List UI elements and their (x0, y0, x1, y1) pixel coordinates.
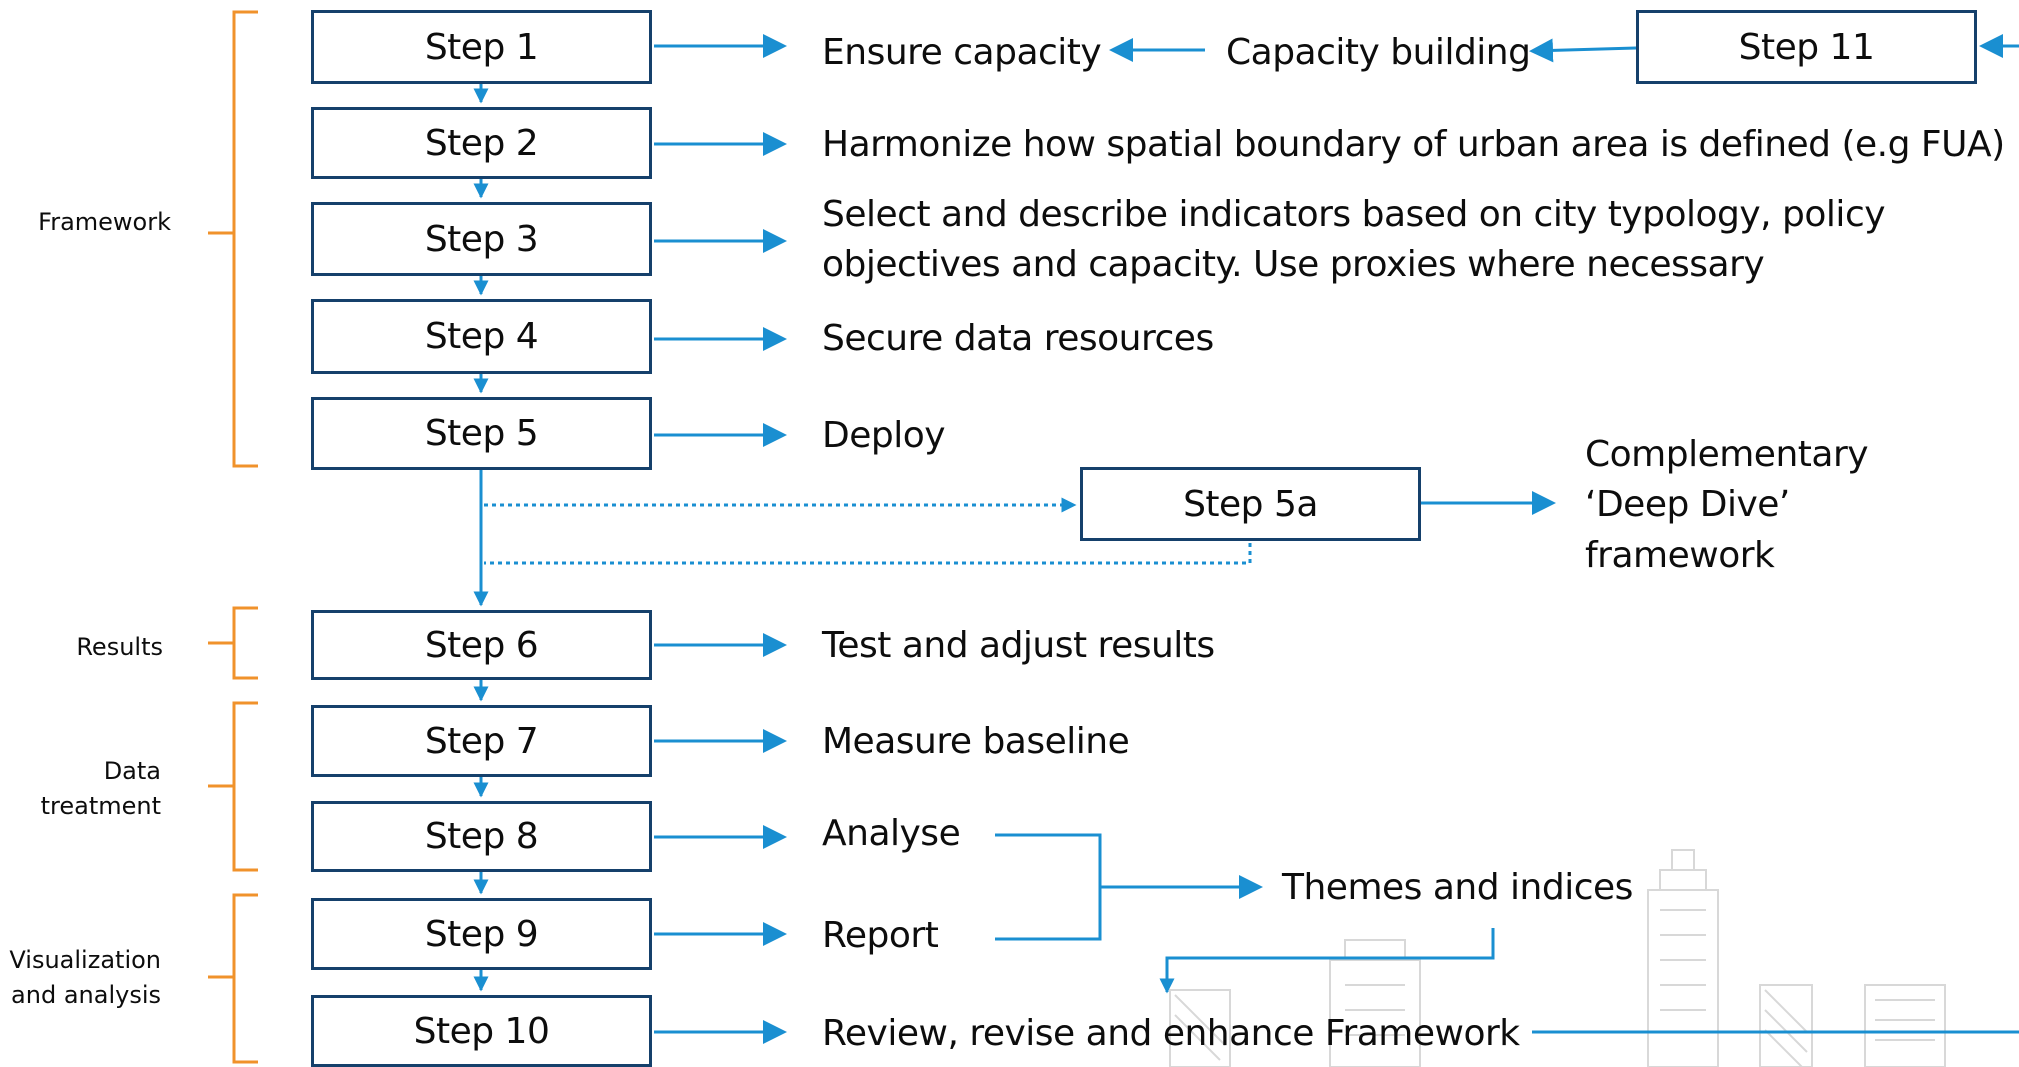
outcome-report: Report (822, 915, 939, 956)
step-5-box: Step 5 (311, 397, 652, 470)
section-label-framework: Framework (38, 208, 171, 236)
step-4-box: Step 4 (311, 299, 652, 374)
bracket-results (208, 606, 258, 680)
skyline-decoration (1169, 849, 1946, 1067)
outcome-deploy: Deploy (822, 415, 946, 456)
outcome-test-adjust: Test and adjust results (822, 625, 1215, 666)
branch-5a (484, 497, 1252, 565)
section-label-visualization-line2: and analysis (11, 980, 161, 1009)
outcome-deep-dive-line3: framework (1585, 534, 1775, 576)
outcome-measure-baseline: Measure baseline (822, 721, 1130, 762)
section-label-data-treatment-line1: Data (103, 757, 161, 785)
step-3-box: Step 3 (311, 202, 652, 276)
section-label-data-treatment: Data treatment (41, 754, 161, 824)
outcome-ensure-capacity: Ensure capacity (822, 32, 1102, 73)
step-9-box: Step 9 (311, 898, 652, 970)
step-8-box: Step 8 (311, 801, 652, 872)
step-2-box: Step 2 (311, 107, 652, 179)
outcome-select-indicators-line1: Select and describe indicators based on … (822, 194, 1886, 235)
section-label-visualization-line1: Visualization (9, 946, 161, 974)
step-10-box: Step 10 (311, 995, 652, 1067)
section-brackets (208, 10, 258, 1064)
step-7-box: Step 7 (311, 705, 652, 777)
bracket-visualization (208, 893, 258, 1064)
output-arrows (654, 34, 2019, 1044)
step-11-box: Step 11 (1636, 10, 1977, 84)
outcome-select-indicators: Select and describe indicators based on … (822, 190, 1886, 291)
bracket-framework (208, 10, 258, 468)
outcome-harmonize-boundary: Harmonize how spatial boundary of urban … (822, 124, 2005, 165)
section-label-results: Results (76, 633, 163, 661)
outcome-deep-dive: Complementary ‘Deep Dive’ framework (1585, 430, 1869, 581)
outcome-capacity-building: Capacity building (1226, 32, 1531, 73)
outcome-deep-dive-line1: Complementary (1585, 434, 1869, 475)
section-label-data-treatment-line2: treatment (40, 791, 161, 820)
outcome-deep-dive-line2: ‘Deep Dive’ (1585, 484, 1790, 526)
outcome-analyse: Analyse (822, 813, 961, 854)
outcome-select-indicators-line2: objectives and capacity. Use proxies whe… (822, 244, 1765, 286)
step-5a-box: Step 5a (1080, 467, 1421, 541)
outcome-themes-indices: Themes and indices (1282, 867, 1633, 908)
step-6-box: Step 6 (311, 610, 652, 680)
bracket-data-treatment (208, 701, 258, 872)
outcome-review-revise: Review, revise and enhance Framework (822, 1013, 1520, 1054)
step-1-box: Step 1 (311, 10, 652, 84)
outcome-secure-data: Secure data resources (822, 318, 1214, 359)
section-label-visualization: Visualization and analysis (9, 943, 161, 1013)
